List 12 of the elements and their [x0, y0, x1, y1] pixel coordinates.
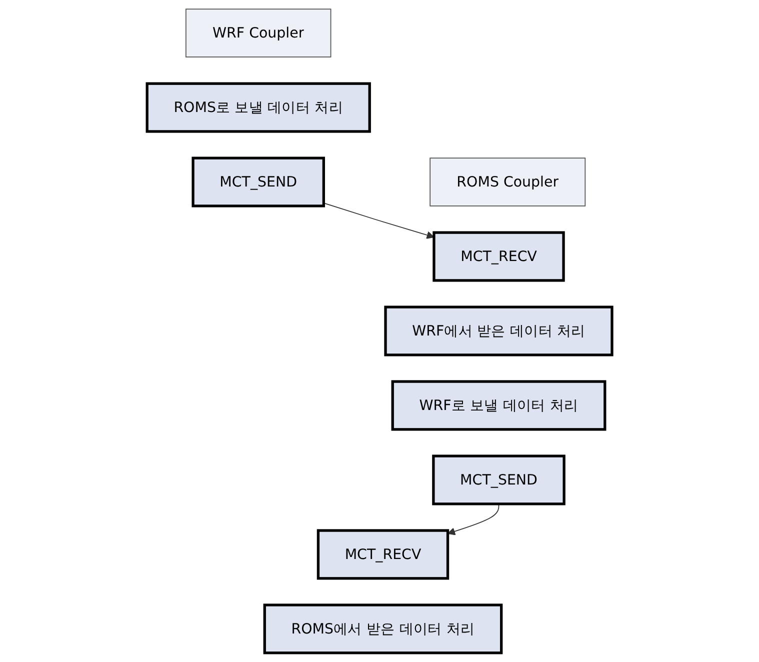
node-box: WRF로 보낼 데이터 처리 [391, 380, 606, 431]
node-box: MCT_SEND [432, 454, 566, 506]
arrow [323, 202, 434, 239]
node-box: MCT_SEND [192, 156, 325, 208]
arrow [447, 503, 500, 536]
node-box: ROMS로 보낼 데이터 처리 [146, 82, 371, 133]
node-box: ROMS에서 받은 데이터 처리 [263, 604, 503, 654]
node-box: MCT_RECV [432, 231, 565, 282]
node-box: WRF Coupler [185, 8, 332, 58]
node-box: WRF에서 받은 데이터 처리 [384, 306, 614, 356]
node-box: MCT_RECV [316, 529, 450, 580]
node-box: ROMS Coupler [430, 158, 586, 206]
